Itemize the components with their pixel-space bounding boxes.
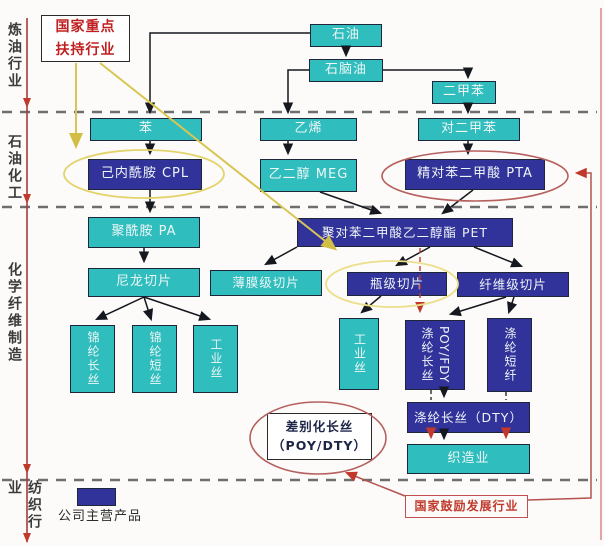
node-film-grade-chip: 薄膜级切片: [210, 270, 322, 296]
side-label-petrochemical: 石油化工: [6, 134, 22, 202]
node-polyester-staple: 涤纶短纤: [487, 318, 532, 392]
callout-national-encouraged: 国家鼓励发展行业: [405, 495, 528, 518]
callout-national-key-support: 国家重点 扶持行业: [41, 15, 130, 62]
node-nylon-staple: 锦纶短丝: [132, 325, 177, 393]
node-industrial-yarn-left: 工业丝: [193, 325, 238, 393]
node-industrial-yarn-right: 工业丝: [339, 318, 379, 390]
node-pta: 精对苯二甲酸 PTA: [405, 159, 545, 190]
legend-main-product-label: 公司主营产品: [58, 509, 143, 524]
node-benzene: 苯: [90, 118, 202, 141]
node-dty: 涤纶长丝（DTY）: [407, 402, 530, 433]
diff-line-2: （POY/DTY）: [272, 437, 367, 453]
side-label-chemical-fiber: 化学纤维制造: [6, 262, 22, 364]
node-weaving: 织造业: [407, 444, 530, 474]
node-polyamide-pa: 聚酰胺 PA: [88, 217, 200, 248]
poy-fdy-label: POY/FDY: [437, 326, 451, 384]
node-nylon-filament: 锦纶长丝: [70, 325, 115, 393]
diff-line-1: 差别化长丝: [285, 418, 354, 434]
node-meg: 乙二醇 MEG: [260, 159, 357, 192]
node-naphtha: 石脑油: [309, 59, 383, 82]
side-label-textile: 纺织行业: [6, 480, 42, 531]
industry-axis: [23, 18, 31, 543]
callout-line-1: 国家重点: [55, 19, 116, 36]
callout-differentiated-filament: 差别化长丝 （POY/DTY）: [267, 413, 372, 460]
node-paraxylene: 对二甲苯: [418, 118, 520, 141]
node-caprolactam-cpl: 己内酰胺 CPL: [88, 159, 202, 190]
node-bottle-grade-chip: 瓶级切片: [347, 272, 447, 296]
callout-line-2: 扶持行业: [55, 41, 116, 58]
node-xylene: 二甲苯: [432, 81, 496, 104]
node-petroleum: 石油: [310, 24, 382, 47]
legend-main-product-swatch: [77, 488, 116, 506]
side-label-refining: 炼油行业: [6, 22, 22, 90]
node-polyester-filament-poy-fdy: 涤纶长丝 POY/FDY: [405, 320, 465, 390]
node-nylon-chip: 尼龙切片: [88, 268, 200, 297]
node-ethylene: 乙烯: [260, 118, 357, 141]
red-arrows-into-weaving: [425, 427, 512, 440]
node-fiber-grade-chip: 纤维级切片: [457, 272, 569, 297]
node-pet: 聚对苯二甲酸乙二醇酯 PET: [297, 218, 513, 247]
polyester-filament-label: 涤纶长丝: [420, 327, 434, 383]
